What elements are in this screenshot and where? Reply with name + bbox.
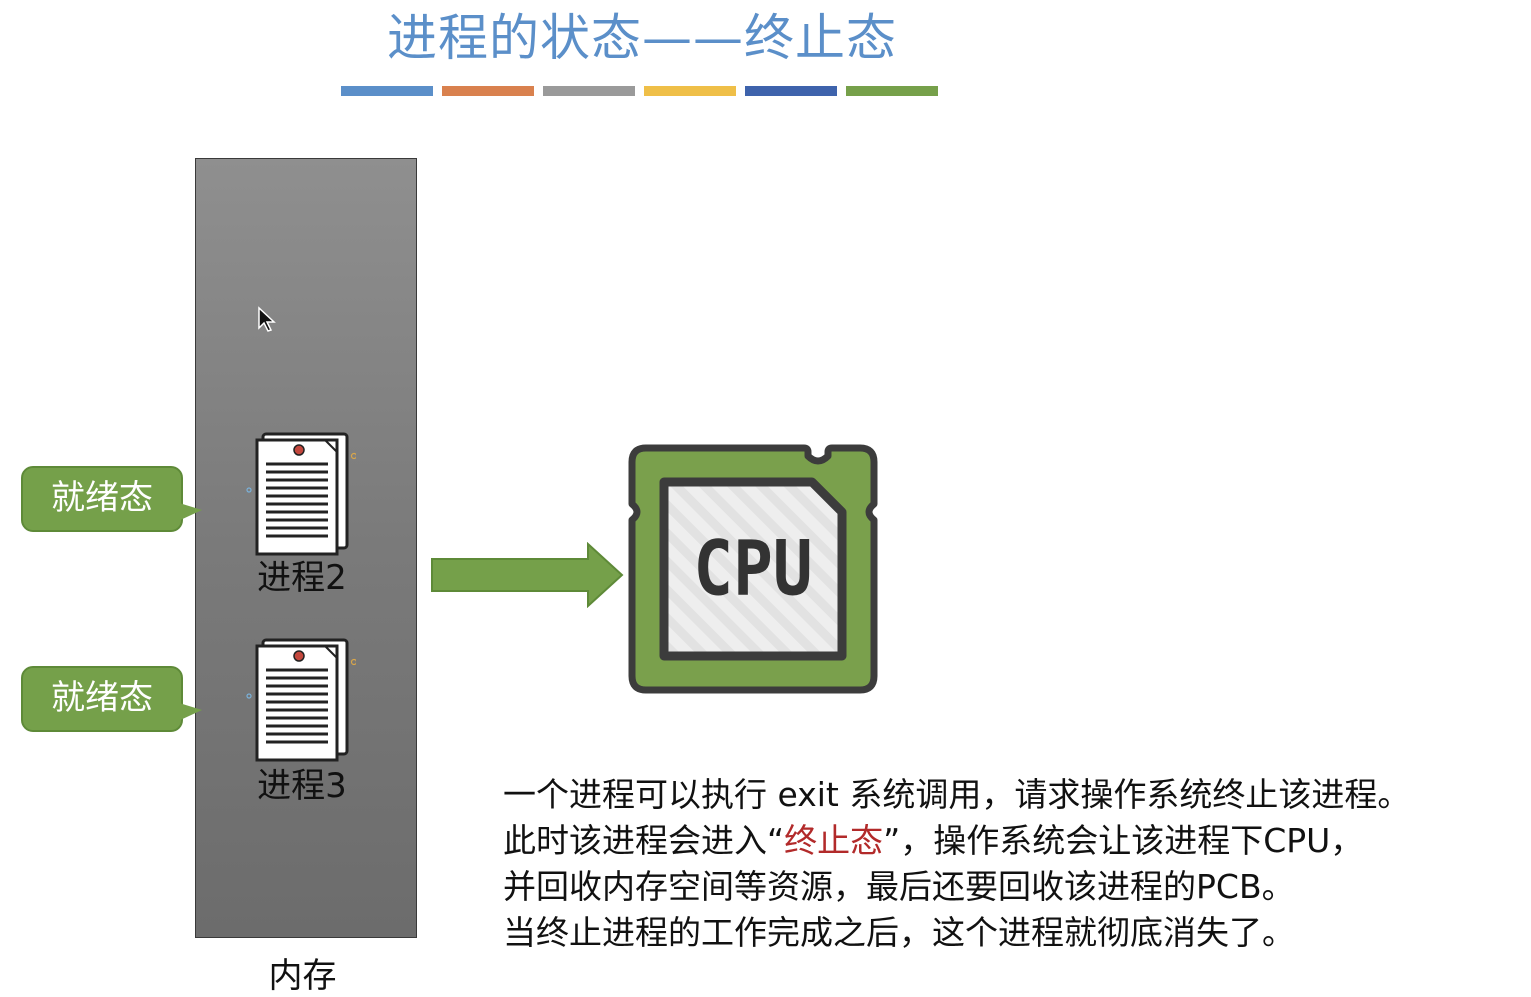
bubble-pointer xyxy=(176,502,202,522)
title-bar-segment xyxy=(543,86,635,96)
title-bar-segment xyxy=(442,86,534,96)
slide-title: 进程的状态——终止态 xyxy=(387,9,897,67)
title-bar-segment xyxy=(341,86,433,96)
state-bubble: 就绪态 xyxy=(21,466,183,532)
process-document-icon xyxy=(246,638,356,762)
mouse-cursor-icon xyxy=(258,306,276,332)
cpu-label: CPU xyxy=(693,524,812,613)
memory-label: 内存 xyxy=(268,956,337,996)
title-underline-bars xyxy=(341,86,938,96)
description-text: 一个进程可以执行 exit 系统调用，请求操作系统终止该进程。 此时该进程会进入… xyxy=(503,772,1523,956)
cpu-chip-icon: CPU xyxy=(628,444,878,694)
title-bar-segment xyxy=(745,86,837,96)
bubble-pointer xyxy=(176,702,202,722)
description-line-3: 并回收内存空间等资源，最后还要回收该进程的PCB。 xyxy=(503,867,1295,906)
description-line-4: 当终止进程的工作完成之后，这个进程就彻底消失了。 xyxy=(503,913,1295,952)
process-label: 进程2 xyxy=(257,558,347,598)
description-line-2-pre: 此时该进程会进入“ xyxy=(503,821,785,860)
terminated-state-highlight: 终止态 xyxy=(784,821,884,860)
right-arrow-icon xyxy=(431,542,624,608)
description-line-1: 一个进程可以执行 exit 系统调用，请求操作系统终止该进程。 xyxy=(503,775,1411,814)
process-label: 进程3 xyxy=(257,766,347,806)
process-document-icon xyxy=(246,432,356,556)
state-bubble: 就绪态 xyxy=(21,666,183,732)
description-line-2-post: ”，操作系统会让该进程下CPU， xyxy=(883,821,1364,860)
description-line-2: 此时该进程会进入“终止态”，操作系统会让该进程下CPU， xyxy=(503,818,1523,864)
title-bar-segment xyxy=(846,86,938,96)
title-bar-segment xyxy=(644,86,736,96)
